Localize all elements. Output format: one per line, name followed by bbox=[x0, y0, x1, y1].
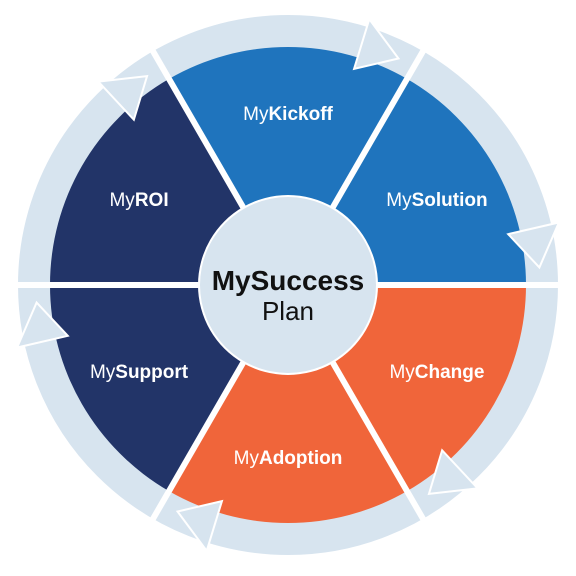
segment-label-prefix: My bbox=[386, 190, 412, 211]
segment-kickoff bbox=[169, 47, 407, 208]
segment-label-name: Solution bbox=[412, 190, 488, 211]
segment-label-support: MySupport bbox=[90, 362, 189, 383]
center-title: MySuccess bbox=[212, 265, 365, 296]
segment-label-name: Adoption bbox=[259, 448, 342, 469]
segment-label-prefix: My bbox=[90, 362, 116, 383]
segment-divider bbox=[329, 359, 429, 526]
segment-solution bbox=[333, 78, 526, 285]
segment-label-prefix: My bbox=[243, 104, 269, 125]
segment-label-roi: MyROI bbox=[109, 190, 168, 211]
segment-label-change: MyChange bbox=[389, 362, 484, 383]
segment-label-prefix: My bbox=[389, 362, 415, 383]
segment-divider bbox=[147, 359, 247, 526]
segment-labels: MyKickoffMySolutionMyChangeMyAdoptionMyS… bbox=[90, 104, 488, 469]
segment-label-prefix: My bbox=[234, 448, 260, 469]
center-circle bbox=[200, 197, 376, 373]
ring-arrowhead bbox=[175, 499, 224, 554]
ring-arrowhead bbox=[96, 74, 149, 122]
segment-label-adoption: MyAdoption bbox=[234, 448, 343, 469]
cycle-segments bbox=[12, 44, 564, 526]
ring-arrowhead bbox=[427, 448, 480, 496]
segment-roi bbox=[50, 78, 243, 285]
segment-label-solution: MySolution bbox=[386, 190, 487, 211]
segment-label-name: Kickoff bbox=[268, 104, 333, 125]
segment-adoption bbox=[169, 362, 407, 523]
center-subtitle: Plan bbox=[262, 296, 314, 326]
segment-label-name: Support bbox=[115, 362, 188, 383]
segment-change bbox=[333, 285, 526, 492]
ring-arrowhead bbox=[506, 221, 561, 270]
cycle-arrows bbox=[15, 16, 561, 554]
segment-divider bbox=[147, 44, 247, 211]
segment-label-prefix: My bbox=[109, 190, 135, 211]
segment-label-name: ROI bbox=[135, 190, 169, 211]
segment-divider bbox=[329, 44, 429, 211]
ring-arrowhead bbox=[15, 300, 70, 349]
center-hub: MySuccess Plan bbox=[200, 197, 376, 373]
ring-arrowhead bbox=[352, 16, 401, 71]
segment-label-name: Change bbox=[415, 362, 485, 383]
segment-label-kickoff: MyKickoff bbox=[243, 104, 333, 125]
segment-support bbox=[50, 285, 243, 492]
